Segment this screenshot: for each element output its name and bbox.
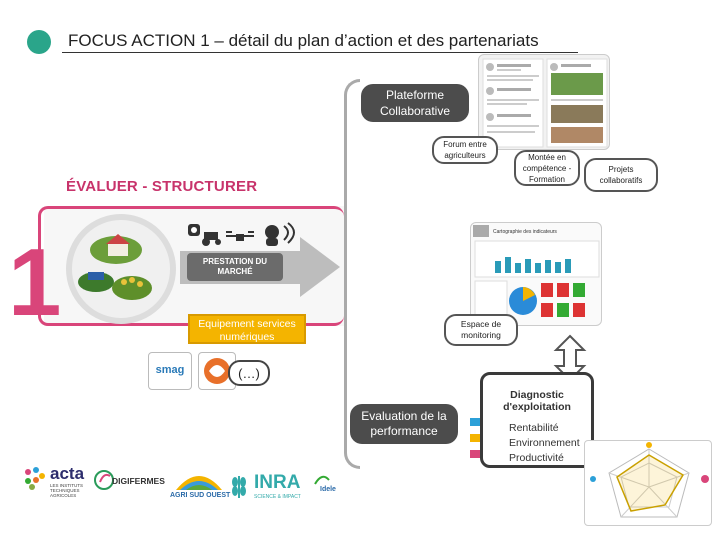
productivite-marker xyxy=(470,450,480,458)
equipement-label: Equipement services numériques xyxy=(188,314,306,344)
idele-swoosh-icon xyxy=(314,475,330,485)
digifermes-name: DIGIFERMES xyxy=(112,476,165,486)
agrisudouest-hills-icon xyxy=(176,476,222,490)
partner-orange-icon xyxy=(204,358,230,384)
person-icon xyxy=(265,225,279,246)
environnement-marker xyxy=(470,434,480,442)
diagnostic-item: Rentabilité xyxy=(509,422,559,434)
radar-card xyxy=(584,440,712,526)
idele-logo: Idele xyxy=(312,474,352,498)
prestation-label: PRESTATION DU MARCHÉ xyxy=(187,253,283,281)
diagnostic-card: Diagnostic d'exploitation Rentabilité En… xyxy=(480,372,594,468)
section-number: 1 xyxy=(8,229,62,336)
radar-chart-icon xyxy=(590,442,709,518)
inra-wheat-icon xyxy=(232,476,246,498)
projets-collaboratifs-bubble: Projets collaboratifs xyxy=(584,158,658,192)
plateforme-collaborative-bubble: Plateforme Collaborative xyxy=(361,84,469,122)
montee-competence-bubble: Montée en compétence - Formation xyxy=(514,150,580,186)
smag-logo-text: smag xyxy=(155,364,185,376)
farm-illustration xyxy=(66,214,176,324)
wifi-icon xyxy=(283,222,295,244)
forum-bubble: Forum entre agriculteurs xyxy=(432,136,498,164)
smag-logo: smag xyxy=(148,352,192,390)
idele-name: Idele xyxy=(320,486,336,493)
diagnostic-item: Environnement xyxy=(509,437,580,449)
page-title: FOCUS ACTION 1 – détail du plan d’action… xyxy=(68,31,539,50)
inra-name: INRA xyxy=(254,472,301,493)
tools-icon-row xyxy=(188,222,295,246)
acta-name: acta xyxy=(50,464,85,483)
etc-bubble: (…) xyxy=(228,360,270,386)
platform-feed-icon xyxy=(482,58,608,148)
title-underline xyxy=(62,52,578,53)
dashboard-screenshot: Cartographie des indicateurs xyxy=(470,222,602,326)
acta-subtitle: LES INSTITUTS TECHNIQUES AGRICOLES xyxy=(50,483,84,498)
platform-screenshot xyxy=(478,54,610,150)
diagnostic-item: Productivité xyxy=(509,452,564,464)
sheep-icon xyxy=(188,224,200,236)
evaluation-bubble: Evaluation de la performance xyxy=(350,404,458,444)
dashboard-charts-icon xyxy=(473,225,600,324)
agrisudouest-name: AGRI SUD OUEST xyxy=(170,492,231,499)
rentabilite-marker xyxy=(470,418,480,426)
agrisudouest-logo: AGRI SUD OUEST xyxy=(168,466,231,510)
inra-logo: INRA SCIENCE & IMPACT xyxy=(228,470,301,506)
monitoring-bubble: Espace de monitoring xyxy=(444,314,518,346)
inra-subtitle: SCIENCE & IMPACT xyxy=(254,494,301,500)
acta-logo: acta LES INSTITUTS TECHNIQUES AGRICOLES xyxy=(22,462,88,502)
diagnostic-heading: Diagnostic d'exploitation xyxy=(503,389,571,413)
drone-icon xyxy=(226,231,254,241)
digifermes-leaf-icon xyxy=(94,470,114,490)
tractor-icon xyxy=(202,232,221,246)
arrow-right-icon xyxy=(300,237,340,297)
dashboard-caption: Cartographie des indicateurs xyxy=(493,229,557,235)
acta-dots-icon xyxy=(25,467,45,490)
farm-icon xyxy=(78,234,152,300)
title-bullet-icon xyxy=(27,30,51,54)
digifermes-logo: DIGIFERMES xyxy=(94,464,165,498)
section-title: ÉVALUER - STRUCTURER xyxy=(66,178,258,195)
